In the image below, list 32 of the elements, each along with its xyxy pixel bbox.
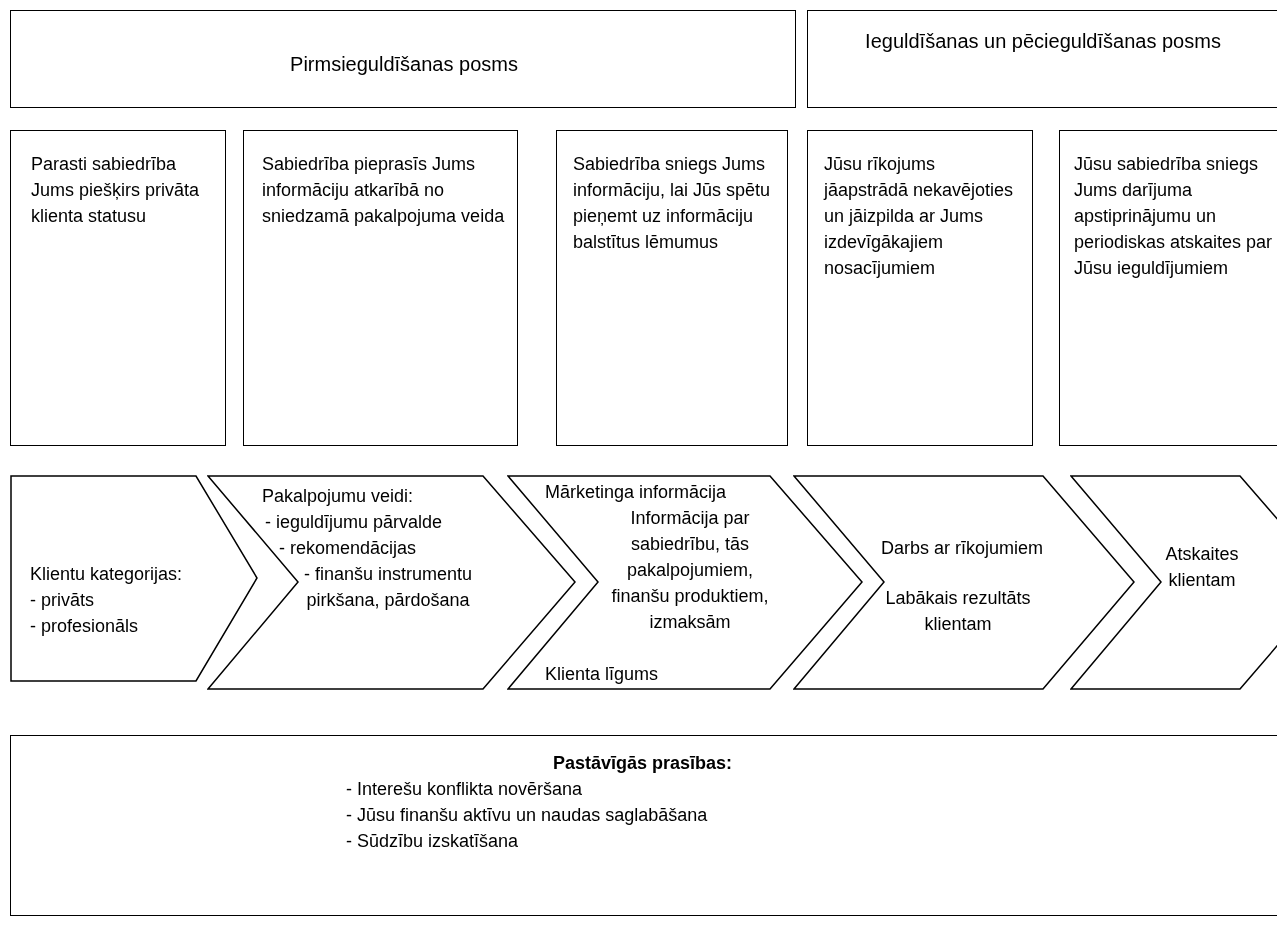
chevron-text: - finanšu instrumentu pirkšana, pārdošana — [302, 563, 474, 612]
chevron-text: Labākais rezultāts klientam — [884, 587, 1032, 636]
chevron-text: Atskaites klientam — [1164, 543, 1240, 592]
description-text: Jūsu sabiedrība sniegs Jums darījuma apstiprinājumu un periodiskas atskaites par Jūsu ieguldījumiem — [1074, 153, 1274, 280]
list-item: - Interešu konflikta novēršana — [346, 778, 584, 801]
chevron-text: Klientu kategorijas: — [30, 563, 184, 586]
phase-header-box — [10, 10, 796, 108]
chevron-text: - profesionāls — [30, 615, 140, 638]
phase-title: Pirmsieguldīšanas posms — [289, 52, 519, 77]
chevron-text: - ieguldījumu pārvalde — [265, 511, 444, 534]
description-box — [243, 130, 518, 446]
chevron-text: Pakalpojumu veidi: — [262, 485, 415, 508]
description-box — [556, 130, 788, 446]
description-text: Sabiedrība sniegs Jums informāciju, lai Jūs spētu pieņemt uz informāciju balstītus lēmumus — [573, 153, 772, 254]
description-text: Jūsu rīkojums jāapstrādā nekavējoties un jāizpilda ar Jums izdevīgākajiem nosacījumiem — [824, 153, 1015, 280]
panel-heading: Pastāvīgās prasības: — [551, 752, 734, 775]
description-text: Parasti sabiedrība Jums piešķirs privāta klienta statusu — [31, 153, 201, 228]
requirements-panel — [10, 735, 1277, 916]
phase-title: Ieguldīšanas un pēcieguldīšanas posms — [864, 29, 1222, 54]
description-box — [10, 130, 226, 446]
list-item: - Jūsu finanšu aktīvu un naudas saglabāšana — [346, 804, 709, 827]
phase-header-box — [807, 10, 1277, 108]
description-box — [1059, 130, 1277, 446]
description-box — [807, 130, 1033, 446]
list-item: - Sūdzību izskatīšana — [346, 830, 520, 853]
description-text: Sabiedrība pieprasīs Jums informāciju atkarībā no sniedzamā pakalpojuma veida — [262, 153, 506, 228]
chevron-text: - rekomendācijas — [279, 537, 418, 560]
chevron-text: Mārketinga informācija — [545, 481, 728, 504]
chevron-text: Darbs ar rīkojumiem — [881, 537, 1045, 560]
chevron-text: - privāts — [30, 589, 95, 612]
chevron-text: Klienta līgums — [545, 663, 660, 686]
chevron-text: Informācija par sabiedrību, tās pakalpojumiem, finanšu produktiem, izmaksām — [610, 507, 770, 634]
